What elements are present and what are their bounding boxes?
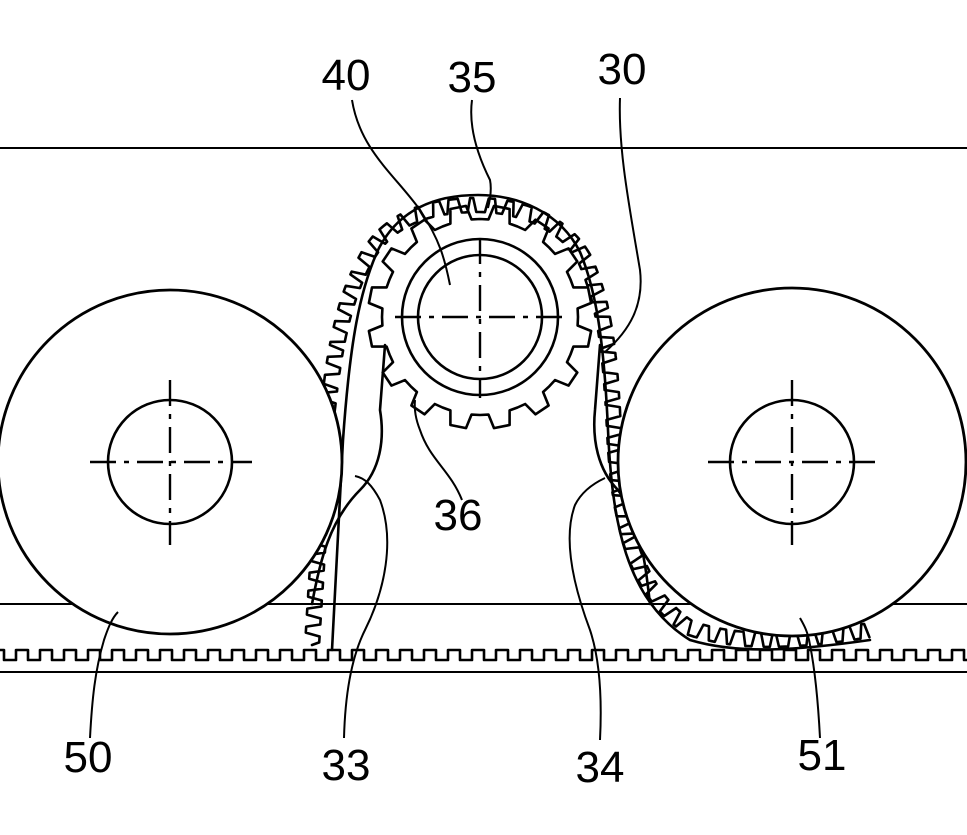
center-block-outline <box>310 343 652 606</box>
leader-40 <box>351 99 451 286</box>
left-roller <box>0 288 344 636</box>
label-51: 51 <box>798 731 847 780</box>
label-30: 30 <box>598 45 647 94</box>
leader-35 <box>470 99 492 209</box>
drive-sprocket <box>367 204 593 430</box>
label-34: 34 <box>576 743 625 792</box>
leader-51 <box>799 617 821 739</box>
label-50: 50 <box>64 733 113 782</box>
leader-33 <box>343 475 389 739</box>
label-40: 40 <box>322 51 371 100</box>
label-36: 36 <box>434 491 483 540</box>
leader-50 <box>89 611 119 739</box>
right-roller <box>616 286 967 638</box>
leader-36 <box>413 399 463 501</box>
label-33: 33 <box>322 741 371 790</box>
toothed-rack <box>0 648 967 662</box>
leader-30 <box>604 97 642 353</box>
leader-34 <box>568 477 606 741</box>
label-35: 35 <box>448 53 497 102</box>
